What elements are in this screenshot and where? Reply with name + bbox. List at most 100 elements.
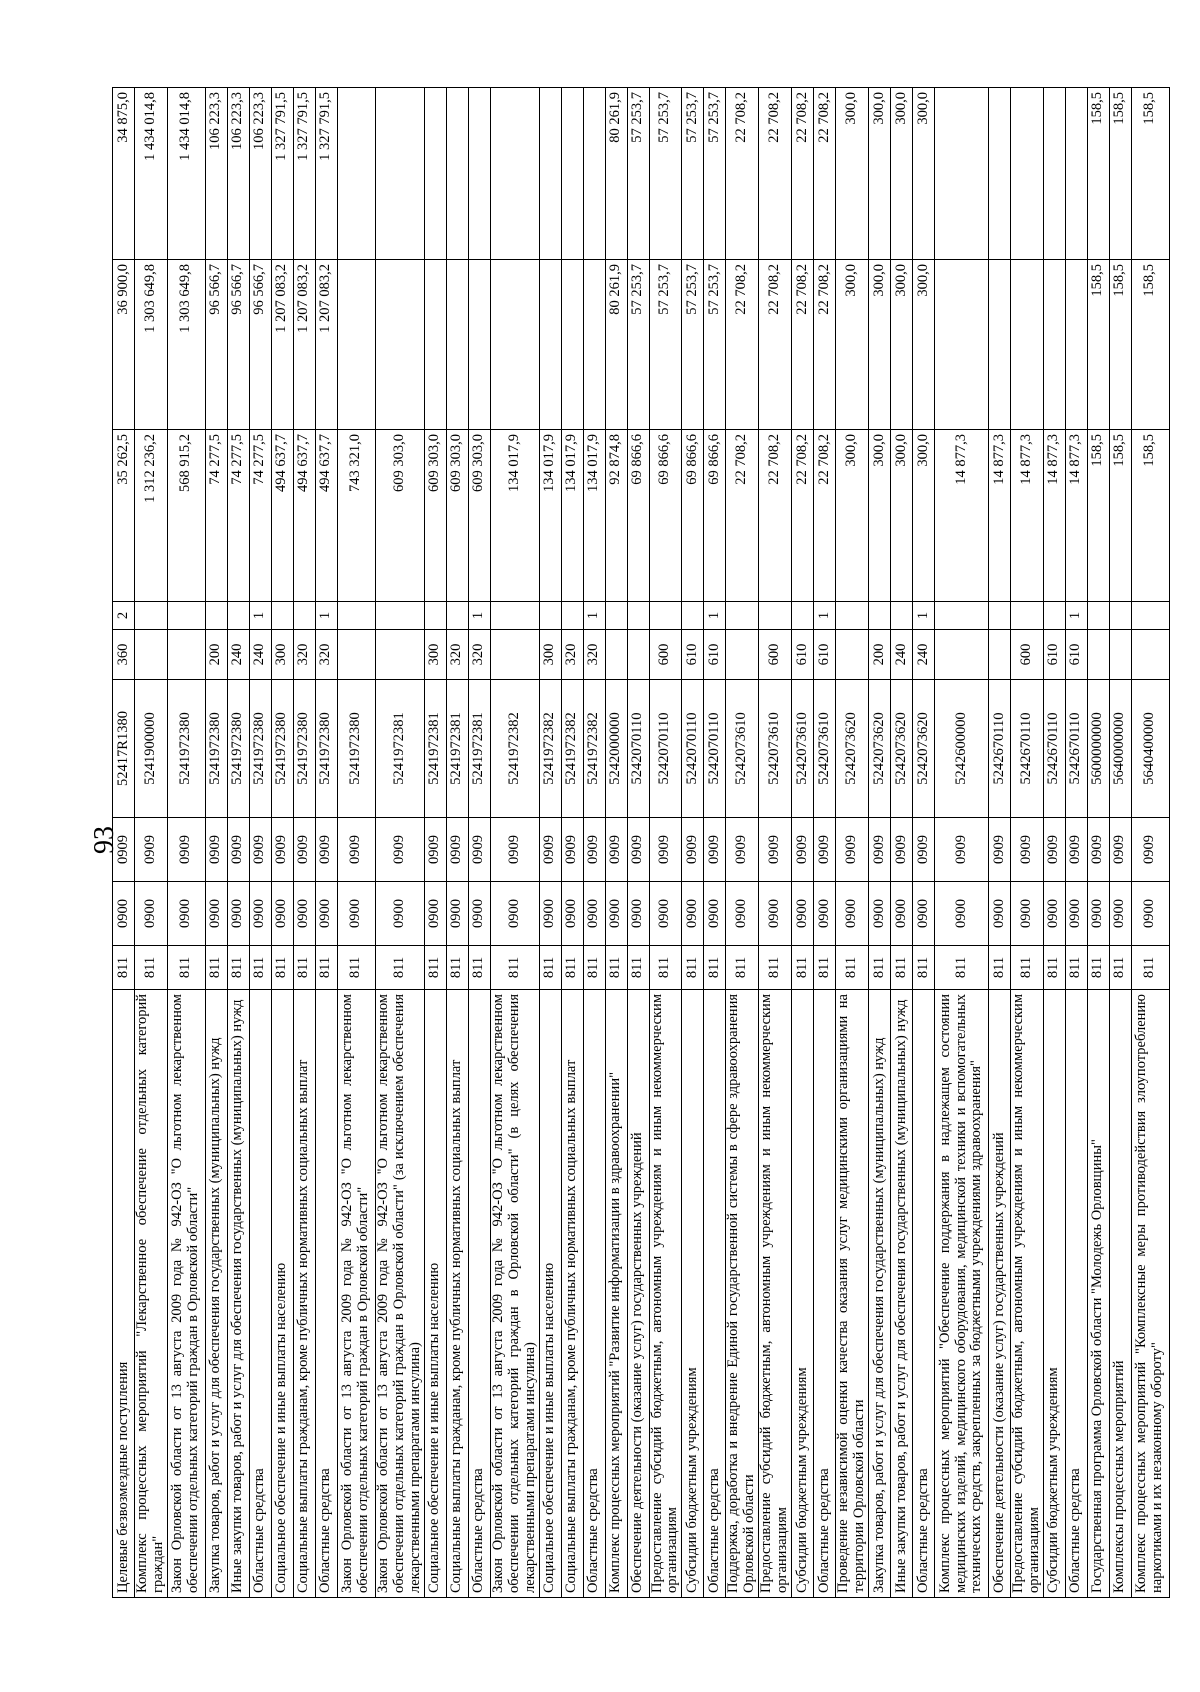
source-code [134, 601, 168, 630]
grbs-code: 811 [703, 945, 726, 990]
subsection-code: 0909 [561, 817, 583, 882]
section-code: 0900 [835, 881, 869, 946]
amount-2 [1065, 259, 1088, 430]
amount-3: 57 253,7 [649, 87, 682, 260]
expense-type-code: 600 [758, 629, 792, 680]
amount-3 [1065, 87, 1088, 260]
target-article-code: 5242073620 [912, 679, 935, 818]
subsection-code: 0909 [446, 817, 469, 882]
row-name: Областные средства [813, 989, 836, 1598]
section-code: 0900 [1043, 881, 1066, 946]
subsection-code: 0909 [134, 817, 168, 882]
section-code: 0900 [112, 881, 135, 946]
table-row: Закон Орловской области от 13 августа 20… [337, 87, 376, 1598]
amount-2: 300,0 [912, 259, 935, 430]
expense-type-code: 610 [791, 629, 814, 680]
subsection-code: 0909 [227, 817, 250, 882]
section-code: 0900 [868, 881, 891, 946]
expense-type-code: 200 [868, 629, 891, 680]
amount-3: 22 708,2 [813, 87, 836, 260]
amount-3 [988, 87, 1011, 260]
expense-type-code: 320 [468, 629, 491, 680]
section-code: 0900 [167, 881, 206, 946]
expense-type-code: 300 [539, 629, 561, 680]
source-code [375, 601, 425, 630]
subsection-code: 0909 [424, 817, 447, 882]
amount-2: 22 708,2 [813, 259, 836, 430]
table-row: Социальные выплаты гражданам, кроме публ… [561, 87, 583, 1598]
section-code: 0900 [890, 881, 913, 946]
row-name: Проведение независимой оценки качества о… [835, 989, 869, 1598]
grbs-code: 811 [424, 945, 447, 990]
grbs-code: 811 [988, 945, 1011, 990]
amount-2: 57 253,7 [627, 259, 649, 430]
section-code: 0900 [271, 881, 294, 946]
row-name: Государственная программа Орловской обла… [1087, 989, 1110, 1598]
grbs-code: 811 [835, 945, 869, 990]
amount-2: 57 253,7 [703, 259, 726, 430]
source-code [424, 601, 447, 630]
section-code: 0900 [293, 881, 316, 946]
target-article-code: 5241972380 [271, 679, 294, 818]
grbs-code: 811 [1131, 945, 1170, 990]
amount-2: 36 900,0 [112, 259, 135, 430]
section-code: 0900 [1109, 881, 1132, 946]
amount-3: 158,5 [1131, 87, 1170, 260]
table-row: Закон Орловской области от 13 августа 20… [167, 87, 206, 1598]
row-name: Иные закупки товаров, работ и услуг для … [227, 989, 250, 1598]
source-code [605, 601, 627, 630]
section-code: 0900 [605, 881, 627, 946]
section-code: 0900 [134, 881, 168, 946]
target-article-code: 5241972381 [375, 679, 425, 818]
expense-type-code [605, 629, 627, 680]
grbs-code: 811 [890, 945, 913, 990]
amount-2: 1 207 083,2 [271, 259, 294, 430]
target-article-code: 5241972382 [539, 679, 561, 818]
table-row: Социальное обеспечение и иные выплаты на… [424, 87, 447, 1598]
target-article-code: 5242070110 [681, 679, 704, 818]
grbs-code: 811 [271, 945, 294, 990]
subsection-code: 0909 [337, 817, 376, 882]
amount-3: 300,0 [890, 87, 913, 260]
grbs-code: 811 [468, 945, 491, 990]
row-name: Областные средства [703, 989, 726, 1598]
section-code: 0900 [337, 881, 376, 946]
amount-1: 609 303,0 [375, 429, 425, 602]
target-article-code: 5242073610 [725, 679, 759, 818]
expense-type-code: 200 [205, 629, 228, 680]
subsection-code: 0909 [725, 817, 759, 882]
source-code [490, 601, 539, 630]
target-article-code: 5241972380 [293, 679, 316, 818]
source-code: 1 [315, 601, 338, 630]
table-row: Комплекс процессных мероприятий "Обеспеч… [934, 87, 989, 1598]
row-name: Закон Орловской области от 13 августа 20… [375, 989, 425, 1598]
subsection-code: 0909 [758, 817, 792, 882]
amount-3: 57 253,7 [681, 87, 704, 260]
row-name: Иные закупки товаров, работ и услуг для … [890, 989, 913, 1598]
expense-type-code [934, 629, 989, 680]
section-code: 0900 [249, 881, 272, 946]
expense-type-code: 240 [249, 629, 272, 680]
expense-type-code: 600 [1010, 629, 1044, 680]
grbs-code: 811 [293, 945, 316, 990]
subsection-code: 0909 [681, 817, 704, 882]
table-row: Закупка товаров, работ и услуг для обесп… [868, 87, 891, 1598]
amount-3: 106 223,3 [227, 87, 250, 260]
source-code [205, 601, 228, 630]
source-code [681, 601, 704, 630]
row-name: Предоставление субсидий бюджетным, автон… [1010, 989, 1044, 1598]
section-code: 0900 [1087, 881, 1110, 946]
subsection-code: 0909 [490, 817, 539, 882]
section-code: 0900 [649, 881, 682, 946]
amount-2: 96 566,7 [227, 259, 250, 430]
section-code: 0900 [446, 881, 469, 946]
target-article-code: 5241972380 [315, 679, 338, 818]
table-row: Государственная программа Орловской обла… [1087, 87, 1110, 1598]
